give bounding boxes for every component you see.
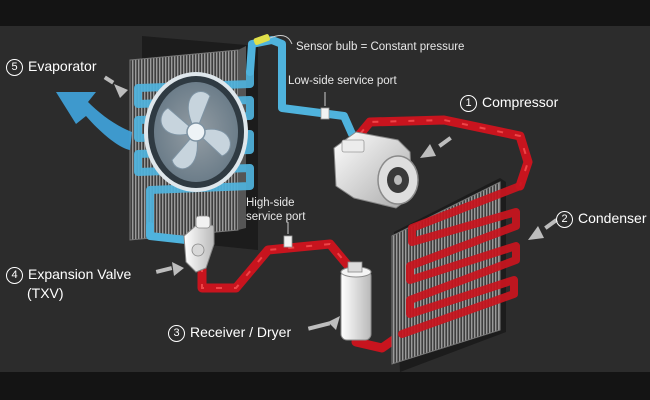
condenser-number-badge: 2	[556, 211, 573, 228]
expansion-sub: (TXV)	[27, 285, 64, 301]
diagram-background	[0, 26, 650, 372]
condenser-coil	[398, 182, 524, 338]
bottom-letterbox	[0, 372, 650, 400]
expansion-valve-label: 4 Expansion Valve (TXV)	[6, 265, 131, 302]
condenser-name: Condenser	[578, 210, 647, 226]
sensor-bulb	[253, 34, 270, 45]
expansion-name: Expansion Valve	[28, 266, 132, 282]
high-side-port-label-line2: service port	[246, 211, 306, 223]
condenser-label: 2 Condenser	[556, 210, 647, 228]
evaporator-name: Evaporator	[28, 58, 97, 74]
compressor-number-badge: 1	[460, 95, 477, 112]
condenser-unit	[391, 178, 524, 372]
receiver-number-badge: 3	[168, 325, 185, 342]
evaporator-fan-icon	[144, 72, 248, 192]
receiver-dryer-label: 3 Receiver / Dryer	[168, 324, 291, 342]
expansion-valve-line1: 4 Expansion Valve	[6, 266, 132, 284]
evaporator-number-badge: 5	[6, 59, 23, 76]
evaporator-pointer-icon	[114, 84, 128, 98]
receiver-name: Receiver / Dryer	[190, 324, 292, 340]
evaporator-unit	[129, 36, 258, 250]
sensor-leader-line	[269, 35, 293, 45]
expansion-valve-icon	[183, 215, 215, 273]
high-side-service-port	[283, 222, 293, 248]
low-side-port-label: Low-side service port	[288, 75, 397, 87]
sensor-bulb-label: Sensor bulb = Constant pressure	[296, 41, 465, 53]
compressor-label: 1 Compressor	[460, 94, 558, 112]
compressor-name: Compressor	[482, 94, 559, 110]
high-side-port-label-line1: High-side	[246, 197, 295, 209]
low-side-service-port	[320, 92, 330, 120]
evaporator-label: 5 Evaporator	[6, 58, 96, 76]
high-side-port-label: High-side service port	[246, 196, 305, 224]
compressor-icon	[333, 131, 419, 209]
low-pressure-lines	[146, 36, 356, 244]
top-letterbox	[0, 0, 650, 26]
receiver-dryer-icon	[340, 261, 372, 341]
airflow-arrow-icon	[56, 92, 132, 150]
expansion-number-badge: 4	[6, 267, 23, 284]
pointer-arrows	[103, 75, 558, 331]
